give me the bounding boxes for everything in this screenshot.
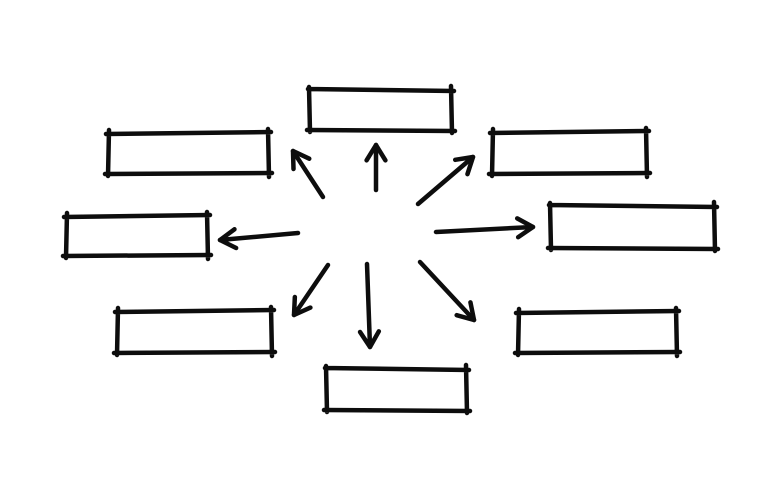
arrow-shaft-down-left	[291, 262, 331, 318]
arrow-shaft-down	[364, 261, 373, 350]
node-box-lower-left	[111, 304, 278, 359]
arrow-up-left	[290, 148, 326, 200]
arrow-up-right	[415, 154, 476, 207]
arrow-up	[364, 142, 388, 193]
arrow-shaft-down-right	[417, 259, 477, 323]
arrow-head-right	[514, 216, 536, 240]
arrow-shaft-right	[433, 224, 536, 235]
arrow-shaft-left	[217, 230, 301, 243]
arrow-head-up-right	[452, 154, 476, 177]
arrow-head-down-left	[291, 294, 313, 318]
arrow-head-left	[217, 227, 239, 251]
node-box-top	[304, 83, 458, 136]
arrow-shaft-up-right	[415, 154, 476, 207]
arrow-down	[357, 261, 382, 350]
arrows-layer	[217, 142, 536, 350]
arrow-head-down-right	[454, 300, 477, 323]
node-box-lower-right	[512, 305, 683, 359]
node-box-upper-left	[102, 126, 275, 180]
node-box-right	[545, 199, 721, 254]
arrow-head-down	[357, 329, 382, 350]
arrow-head-up-left	[290, 148, 312, 172]
arrow-shaft-up-left	[290, 148, 326, 200]
arrow-right	[433, 216, 536, 240]
arrow-down-left	[291, 262, 331, 318]
arrow-head-up	[364, 142, 388, 163]
node-box-bottom	[321, 362, 473, 416]
node-box-left	[60, 209, 214, 262]
arrow-down-right	[417, 259, 477, 323]
arrow-left	[217, 227, 301, 251]
nodes-layer	[60, 83, 721, 416]
node-box-upper-right	[486, 125, 653, 180]
